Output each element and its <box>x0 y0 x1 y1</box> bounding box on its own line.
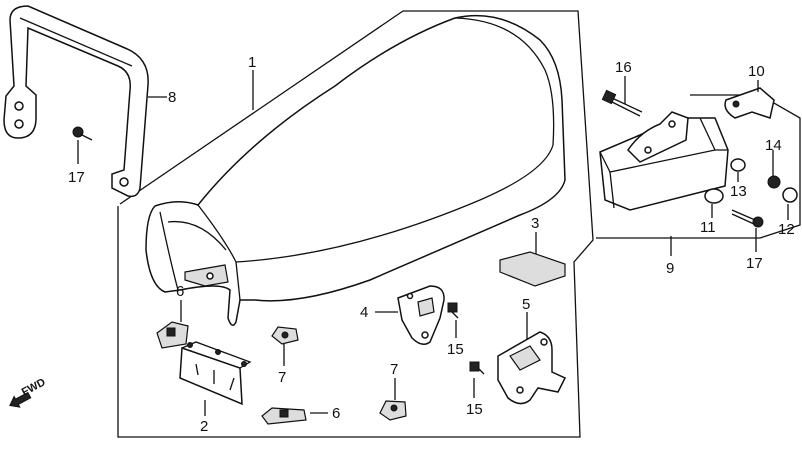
pad <box>499 251 566 287</box>
callout-14: 14 <box>765 137 782 154</box>
callout-11: 11 <box>700 219 716 236</box>
clip-nut-7-upper <box>271 326 299 345</box>
seat <box>145 14 566 326</box>
callout-6-lower: 6 <box>332 405 340 422</box>
callout-1: 1 <box>248 54 256 71</box>
nut-14 <box>767 175 781 189</box>
clip-nut-7-lower <box>379 400 407 421</box>
washer-13 <box>730 158 746 172</box>
callout-10: 10 <box>748 63 765 80</box>
bolt-15-upper <box>447 302 459 319</box>
callout-7-lower: 7 <box>390 361 398 378</box>
callout-15-upper: 15 <box>447 341 464 358</box>
stay-bracket <box>724 87 775 119</box>
callout-13: 13 <box>730 183 747 200</box>
assembly-frame <box>117 10 594 438</box>
bracket-plate <box>397 285 445 345</box>
callout-7-upper: 7 <box>278 369 286 386</box>
bolt-15-lower <box>469 361 485 375</box>
clip-nut-upper <box>156 321 189 349</box>
callout-16: 16 <box>615 59 632 76</box>
callout-4: 4 <box>360 304 368 321</box>
bolt-17-right <box>731 209 764 228</box>
fwd-label: FWD <box>20 376 48 398</box>
grab-rail <box>3 5 149 198</box>
callouts: 1 8 17 6 7 2 6 4 7 15 15 3 5 16 10 14 13… <box>68 54 795 435</box>
tail-light-housing <box>599 111 729 211</box>
callout-15-lower: 15 <box>466 401 483 418</box>
mounting-plate <box>497 331 567 405</box>
seat-bracket <box>179 341 252 406</box>
callout-2: 2 <box>200 418 208 435</box>
callout-6-upper: 6 <box>176 283 184 300</box>
clip-nut-lower <box>261 407 307 425</box>
bolt-17-left <box>72 126 93 141</box>
long-bolt <box>601 89 643 117</box>
callout-8: 8 <box>168 89 176 106</box>
callout-3: 3 <box>531 215 539 232</box>
nut-12 <box>782 187 798 203</box>
washer-11 <box>704 188 724 204</box>
fwd-arrow-icon <box>9 391 32 408</box>
callout-17-left: 17 <box>68 169 85 186</box>
callout-17-right: 17 <box>746 255 763 272</box>
callout-9: 9 <box>666 260 674 277</box>
callout-12: 12 <box>778 221 795 238</box>
leader-lines <box>77 70 789 416</box>
callout-5: 5 <box>522 296 530 313</box>
fwd-indicator: FWD <box>9 376 48 408</box>
